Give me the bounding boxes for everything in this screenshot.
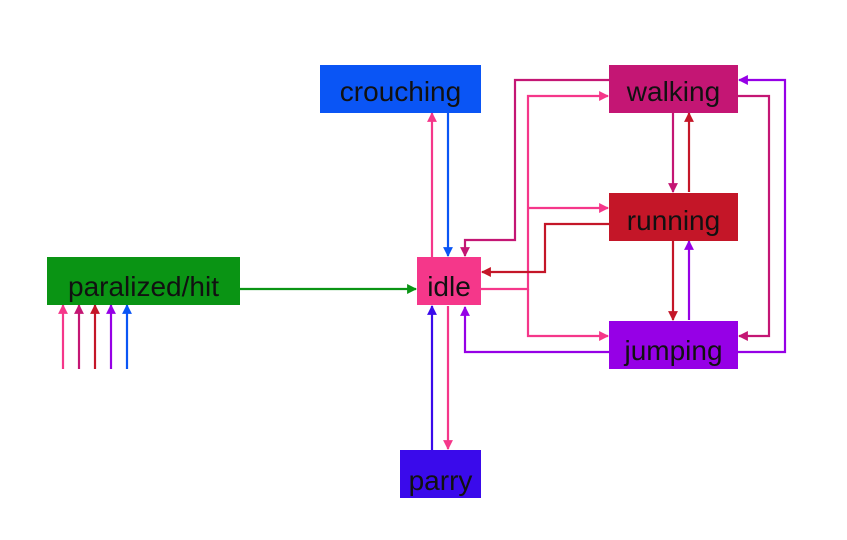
state-label-jumping: jumping	[624, 335, 723, 366]
state-label-parry: parry	[408, 465, 473, 496]
arrow-jumping-to-walking	[738, 75, 787, 354]
state-jumping: jumping	[609, 321, 738, 369]
state-crouching: crouching	[320, 65, 481, 113]
state-label-crouching: crouching	[339, 76, 462, 107]
arrow-jumping-to-idle	[460, 306, 609, 354]
state-idle: idle	[417, 257, 481, 305]
arrow-walking-to-idle	[460, 78, 609, 257]
state-label-idle: idle	[427, 271, 471, 302]
state-walking: walking	[609, 65, 738, 113]
arrow-running-to-idle	[481, 222, 609, 277]
state-paralized-hit: paralized/hit	[47, 257, 240, 305]
state-parry: parry	[400, 450, 481, 498]
arrow-idle-to-jumping	[526, 289, 609, 341]
state-label-paralized-hit: paralized/hit	[68, 271, 219, 302]
state-label-walking: walking	[626, 76, 721, 107]
arrow-walking-to-jumping	[738, 94, 771, 341]
arrow-idle-to-walking	[481, 91, 609, 291]
state-running: running	[609, 193, 738, 241]
state-label-running: running	[626, 205, 721, 236]
